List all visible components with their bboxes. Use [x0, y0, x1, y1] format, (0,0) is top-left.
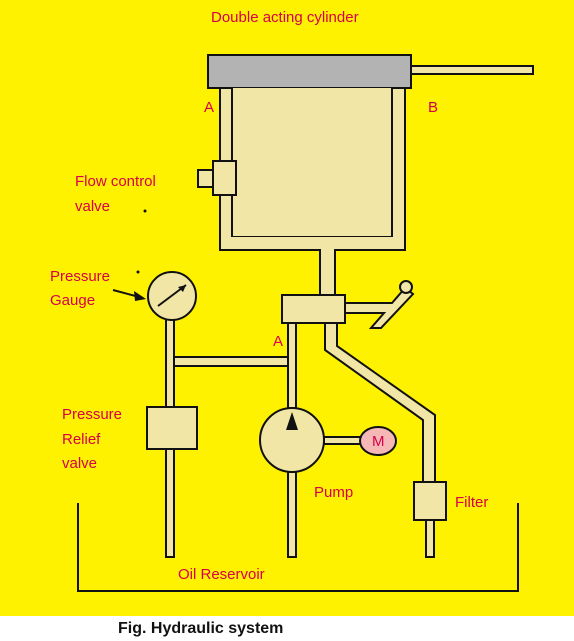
flow-control-label-line1: Flow control: [75, 173, 156, 190]
filter-label: Filter: [455, 494, 489, 511]
oil-reservoir: [77, 503, 519, 592]
stray-dot: [143, 209, 147, 213]
pump-label: Pump: [314, 484, 354, 501]
cylinder-head: [207, 54, 412, 89]
port-b-cylinder-label: B: [428, 99, 439, 116]
relief-valve-label-line1: Pressure: [62, 406, 123, 423]
direction-control-valve: [281, 294, 346, 324]
valve-lever-knob: [399, 280, 413, 294]
stray-dot-2: [136, 270, 140, 274]
reservoir-label: Oil Reservoir: [178, 566, 265, 583]
pressure-relief-valve: [146, 406, 198, 450]
filter-outlet-pipe: [425, 519, 435, 558]
gauge-pointer-arrowhead: [134, 291, 146, 301]
flow-control-valve-body: [212, 160, 237, 196]
gauge-pipe: [165, 310, 175, 408]
motor-shaft: [323, 436, 363, 445]
valve-lever: [344, 286, 415, 329]
pump-suction-pipe: [287, 471, 297, 558]
pump-arrow-icon: [286, 412, 298, 430]
filter: [413, 481, 447, 521]
branch-line: [173, 356, 289, 367]
motor: [359, 426, 397, 456]
port-a-valve-label: A: [273, 333, 284, 350]
pipe-dcv-to-pump: [287, 322, 297, 409]
motor-label: M: [372, 433, 385, 450]
port-a-cylinder-label: A: [204, 99, 215, 116]
pressure-gauge-label-line2: Gauge: [50, 292, 96, 309]
figure-caption: Fig. Hydraulic system: [118, 620, 284, 637]
piston-rod: [410, 65, 534, 75]
relief-drain-pipe: [165, 448, 175, 558]
relief-valve-label-line2: Relief: [62, 431, 101, 448]
relief-valve-label-line3: valve: [62, 455, 98, 472]
pressure-gauge-label-line1: Pressure: [50, 268, 111, 285]
diagram-title: Double acting cylinder: [211, 9, 359, 26]
flow-control-valve-knob: [197, 169, 214, 188]
cylinder-chamber: [232, 88, 392, 236]
gauge-needle-tip: [178, 285, 186, 292]
flow-control-label-line2: valve: [75, 198, 111, 215]
